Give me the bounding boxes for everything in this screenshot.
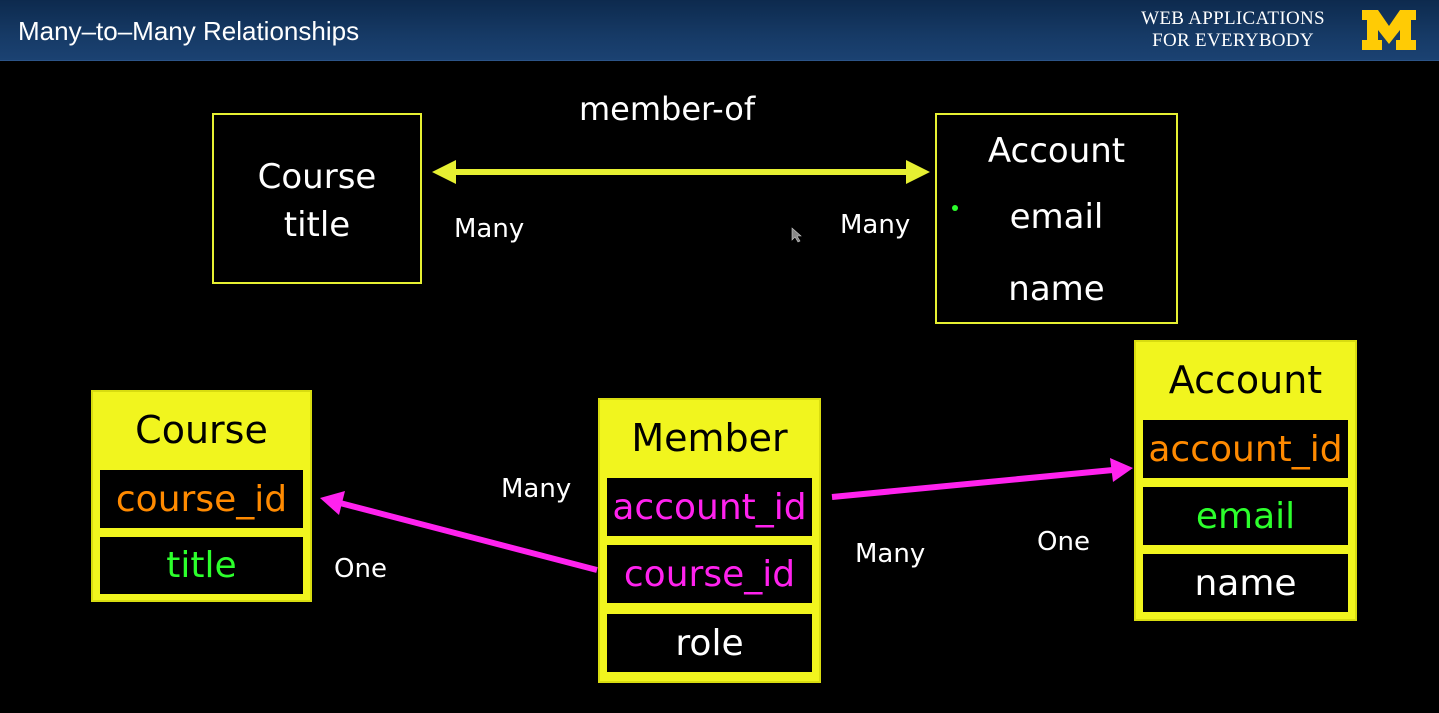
member-field-course-id: course_id	[607, 545, 812, 603]
account-entity-box: Account email name	[935, 113, 1178, 324]
course-entity-name: Course	[257, 157, 377, 197]
member-to-course-arrow	[320, 491, 598, 573]
relationship-label: member-of	[579, 90, 756, 128]
course-field-title: title	[100, 537, 303, 594]
university-m-logo-icon	[1362, 10, 1416, 50]
logical-right-cardinality: Many	[840, 210, 911, 240]
account-entity-attr-email: email	[1009, 197, 1104, 237]
cursor-dot	[952, 205, 958, 211]
course-brand: WEB APPLICATIONS FOR EVERYBODY	[1118, 8, 1348, 52]
member-field-role: role	[607, 614, 812, 672]
account-entity-name: Account	[987, 131, 1126, 171]
logical-left-cardinality: Many	[454, 214, 525, 244]
member-table-title: Member	[631, 416, 788, 460]
member-to-account-arrow	[831, 458, 1133, 500]
member-table: Member account_id course_id role	[598, 398, 821, 683]
course-table-title: Course	[135, 408, 268, 452]
account-field-email: email	[1143, 487, 1348, 545]
course-entity-box: Course title	[212, 113, 422, 284]
member-course-many-label: Many	[501, 474, 572, 504]
course-one-label: One	[334, 554, 387, 584]
mouse-pointer-icon	[791, 227, 802, 243]
member-field-account-id: account_id	[607, 478, 812, 536]
account-entity-attr-name: name	[1008, 269, 1105, 309]
account-one-label: One	[1037, 527, 1090, 557]
brand-line-2: FOR EVERYBODY	[1152, 30, 1314, 51]
account-table-title: Account	[1168, 358, 1323, 402]
account-field-name: name	[1143, 554, 1348, 612]
member-account-many-label: Many	[855, 539, 926, 569]
account-table: Account account_id email name	[1134, 340, 1357, 621]
course-field-course-id: course_id	[100, 470, 303, 528]
course-entity-attr-title: title	[283, 205, 351, 245]
slide-title: Many–to–Many Relationships	[18, 16, 360, 46]
brand-line-1: WEB APPLICATIONS	[1141, 8, 1325, 29]
course-table: Course course_id title	[91, 390, 312, 602]
account-field-account-id: account_id	[1143, 420, 1348, 478]
slide-header: Many–to–Many Relationships WEB APPLICATI…	[0, 0, 1439, 61]
member-of-double-arrow	[432, 160, 930, 184]
